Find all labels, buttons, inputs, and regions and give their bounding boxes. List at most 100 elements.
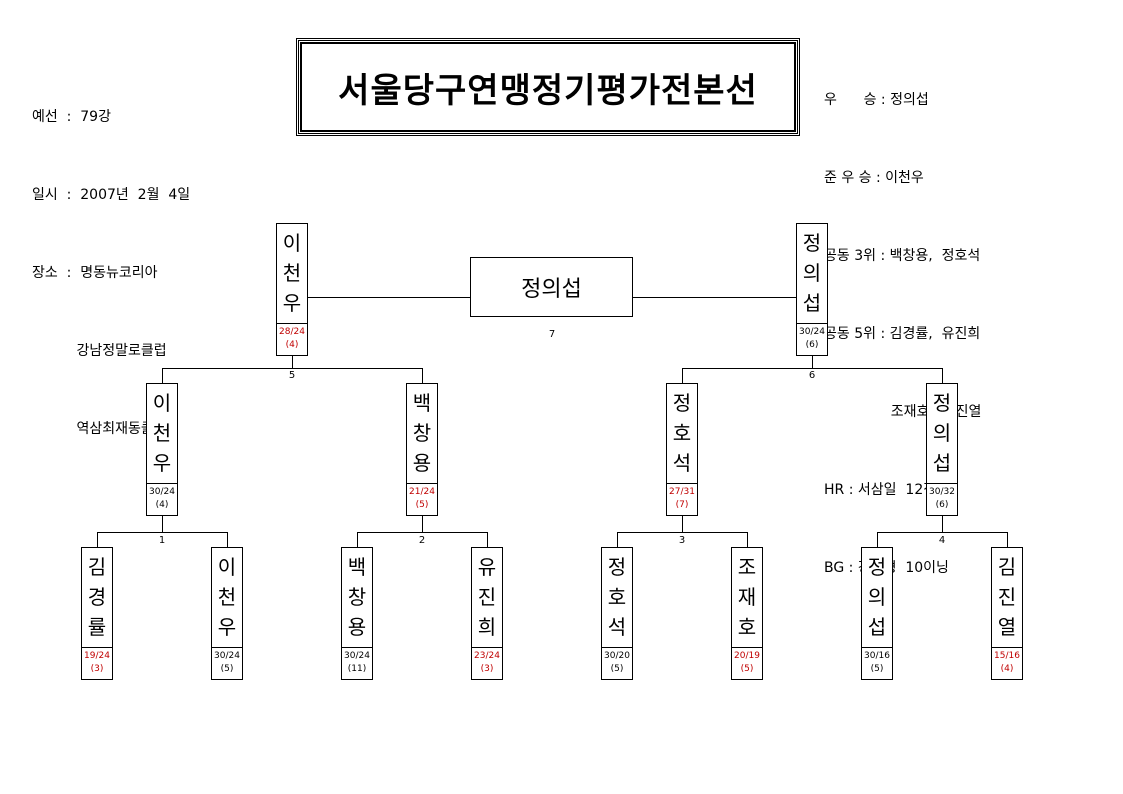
player-name-char: 김: [997, 555, 1017, 579]
score-value: 27/31: [669, 487, 695, 497]
bracket-line: [682, 368, 942, 369]
bracket-line: [877, 532, 878, 547]
inning-value: (3): [480, 664, 494, 674]
score-value: 30/16: [864, 651, 890, 661]
player-name-char: 우: [217, 615, 237, 639]
info-left: 예선 : 79강 일시 : 2007년 2월 4일 장소 : 명동뉴코리아 강남…: [32, 52, 190, 468]
player-name-char: 유: [477, 555, 497, 579]
player-name-char: 재: [737, 585, 757, 609]
player-name-char: 섭: [867, 615, 887, 639]
info-venue-1: 장소 : 명동뉴코리아: [32, 265, 158, 281]
player-name-char: 희: [477, 615, 497, 639]
player-name-char: 경: [87, 585, 107, 609]
bracket-line: [162, 368, 163, 383]
bracket-line: [682, 516, 683, 532]
match-number-final: 7: [548, 329, 556, 340]
player-name-char: 석: [672, 451, 692, 475]
player-name-char: 이: [217, 555, 237, 579]
player-score: 30/32(6): [927, 484, 957, 512]
inning-value: (5): [740, 664, 754, 674]
title-box: 서울당구연맹정기평가전본선: [296, 38, 800, 136]
bracket-line: [162, 516, 163, 532]
info-date: 일시 : 2007년 2월 4일: [32, 187, 191, 203]
player-name-char: 정: [802, 231, 822, 255]
bracket-line: [422, 368, 423, 383]
match-number-qf-3: 3: [678, 535, 686, 546]
bracket-line: [422, 516, 423, 532]
player-name-char: 열: [997, 615, 1017, 639]
match-number-qf-1: 1: [158, 535, 166, 546]
score-value: 30/24: [214, 651, 240, 661]
inning-value: (4): [1000, 664, 1014, 674]
player-name-char: 정: [932, 391, 952, 415]
player-name-char: 우: [152, 451, 172, 475]
bracket-line: [942, 516, 943, 532]
result-runner-up: 준 우 승 : 이천우: [824, 170, 924, 186]
inning-value: (7): [675, 500, 689, 510]
player-score: 27/31 (7): [667, 484, 697, 512]
player-name-char: 천: [152, 421, 172, 445]
bracket-line: [227, 532, 228, 547]
bracket-line: [97, 532, 227, 533]
result-winner: 우 승 : 정의섭: [824, 92, 929, 108]
player-score: 19/24(3): [82, 648, 112, 676]
player-name-char: 창: [412, 421, 432, 445]
score-value: 30/20: [604, 651, 630, 661]
player-name-char: 의: [932, 421, 952, 445]
bracket-line: [162, 368, 422, 369]
bracket-line: [633, 297, 796, 298]
result-best-game: BG : 강찬형 10이닝: [824, 560, 949, 576]
player-name-char: 호: [737, 615, 757, 639]
player-name-char: 용: [347, 615, 367, 639]
score-value: 20/19: [734, 651, 760, 661]
score-value: 28/24: [279, 327, 305, 337]
bracket-line: [617, 532, 618, 547]
player-score: 30/20 (5): [602, 648, 632, 676]
player-name-char: 조: [737, 555, 757, 579]
player-name-char: 이: [282, 231, 302, 255]
player-name-char: 창: [347, 585, 367, 609]
bracket-line: [747, 532, 748, 547]
bracket-line: [357, 532, 358, 547]
score-value: 19/24: [84, 651, 110, 661]
player-name-char: 의: [867, 585, 887, 609]
inning-value: (5): [870, 664, 884, 674]
player-name-char: 천: [282, 261, 302, 285]
inning-value: (5): [610, 664, 624, 674]
info-right: 우 승 : 정의섭 준 우 승 : 이천우 공동 3위 : 백창용, 정호석 공…: [824, 35, 981, 607]
score-value: 30/24: [799, 327, 825, 337]
player-name-char: 용: [412, 451, 432, 475]
score-value: 30/24: [149, 487, 175, 497]
player-name-char: 정: [867, 555, 887, 579]
bracket-line: [617, 532, 747, 533]
player-name-char: 백: [412, 391, 432, 415]
inning-value: (6): [805, 340, 819, 350]
inning-value: (4): [285, 340, 299, 350]
player-name-char: 정: [607, 555, 627, 579]
bracket-line: [877, 532, 1007, 533]
player-score: 30/24(11): [342, 648, 372, 676]
player-name-char: 우: [282, 291, 302, 315]
player-name-char: 백: [347, 555, 367, 579]
player-name-char: 진: [997, 585, 1017, 609]
player-name-char: 률: [87, 615, 107, 639]
player-name-char: 섭: [932, 451, 952, 475]
player-score: 28/24 (4): [277, 324, 307, 352]
